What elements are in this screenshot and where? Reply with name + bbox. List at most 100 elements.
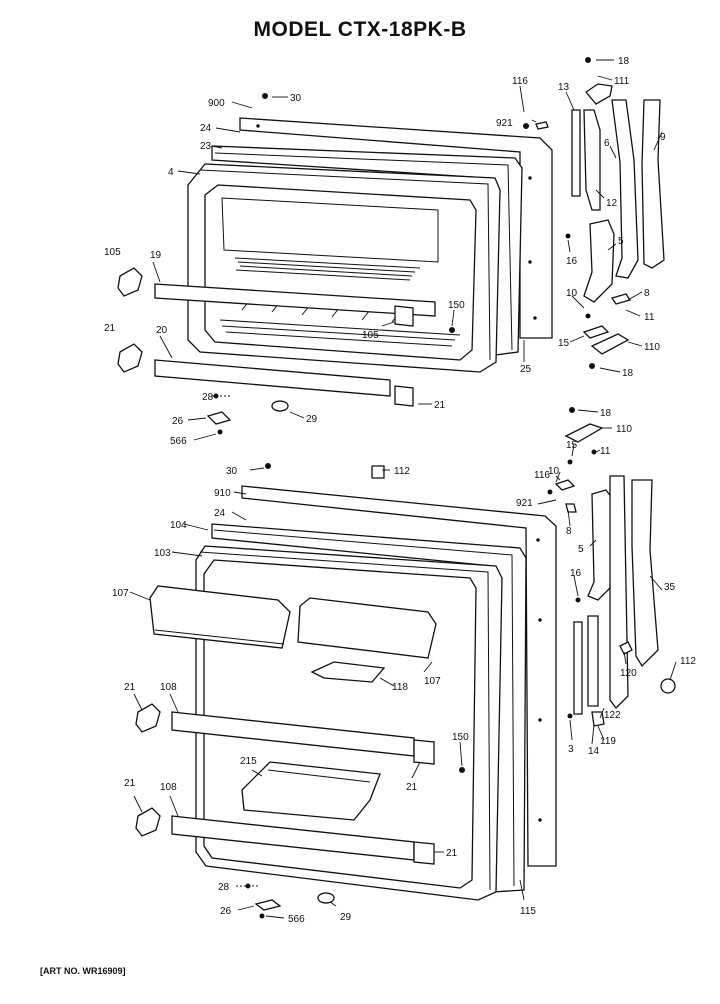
freezer-shelf-cap-21-right xyxy=(394,385,414,407)
label-ff-5: 5 xyxy=(578,544,584,555)
model-title: MODEL CTX-18PK-B xyxy=(253,18,467,41)
label-ff-21-lower-left: 21 xyxy=(124,778,136,789)
freezer-shelf-bar-20 xyxy=(154,359,391,397)
label-150: 150 xyxy=(448,300,465,311)
label-910: 910 xyxy=(214,488,231,499)
art-number: [ART NO. WR16909] xyxy=(40,966,126,976)
label-19: 19 xyxy=(150,250,162,261)
fresh-food-handle-parts xyxy=(547,407,676,727)
freezer-hinge-110 xyxy=(590,333,630,355)
fresh-food-handle-5 xyxy=(587,489,613,601)
label-21-left: 21 xyxy=(104,323,116,334)
fresh-food-trim-122 xyxy=(587,615,599,707)
label-ff-112-right: 112 xyxy=(680,656,696,667)
label-115: 115 xyxy=(520,906,536,917)
fresh-food-outer-door-panel xyxy=(241,485,557,867)
freezer-handle-9 xyxy=(641,99,665,269)
label-ff-150: 150 xyxy=(452,732,469,743)
freezer-handle-5 xyxy=(583,219,615,303)
fresh-food-cap-21-upper-left xyxy=(135,703,161,733)
label-ff-566: 566 xyxy=(288,914,305,925)
freezer-door-assembly xyxy=(117,93,553,435)
fresh-food-door-assembly xyxy=(135,463,557,919)
freezer-handle-parts xyxy=(523,57,665,369)
label-ff-21-lower-right: 21 xyxy=(446,848,458,859)
fresh-food-cap-21-lower-right xyxy=(413,841,435,865)
label-ff-921: 921 xyxy=(516,498,533,509)
label-120: 120 xyxy=(620,668,637,679)
label-ff-8: 8 xyxy=(566,526,572,537)
freezer-handle-trim-13 xyxy=(571,109,581,197)
label-23: 23 xyxy=(200,141,212,152)
label-30: 30 xyxy=(290,93,302,104)
freezer-hinge-cap-111 xyxy=(585,83,613,105)
label-3: 3 xyxy=(568,744,574,755)
label-104: 104 xyxy=(170,520,187,531)
label-122: 122 xyxy=(604,710,621,721)
label-ff-21-upper-right: 21 xyxy=(406,782,418,793)
label-20: 20 xyxy=(156,325,168,336)
label-ff-18: 18 xyxy=(600,408,612,419)
label-16: 16 xyxy=(566,256,578,267)
label-28: 28 xyxy=(202,392,214,403)
label-105-right: 105 xyxy=(362,330,379,341)
label-108-upper: 108 xyxy=(160,682,177,693)
label-11: 11 xyxy=(644,312,655,323)
freezer-handle-6 xyxy=(611,99,639,279)
label-ff-10: 10 xyxy=(548,466,560,477)
label-108-lower: 108 xyxy=(160,782,177,793)
label-ff-116: 116 xyxy=(534,470,550,481)
label-14: 14 xyxy=(588,746,600,757)
label-ff-110: 110 xyxy=(616,424,632,435)
label-ff-21-upper-left: 21 xyxy=(124,682,136,693)
label-566: 566 xyxy=(170,436,187,447)
fresh-food-cap-21-upper-right xyxy=(413,739,435,765)
label-6: 6 xyxy=(604,138,610,149)
label-ff-16: 16 xyxy=(570,568,582,579)
label-ff-26: 26 xyxy=(220,906,232,917)
label-35: 35 xyxy=(664,582,676,593)
label-103: 103 xyxy=(154,548,171,559)
label-13: 13 xyxy=(558,82,570,93)
fresh-food-cap-21-lower-left xyxy=(135,807,161,837)
label-8: 8 xyxy=(644,288,650,299)
label-107-left: 107 xyxy=(112,588,129,599)
label-18-bottom: 18 xyxy=(622,368,634,379)
part-labels: 900 30 24 23 4 105 19 21 20 28 26 566 29… xyxy=(104,56,696,925)
label-15: 15 xyxy=(558,338,570,349)
freezer-shelf-cap-105-right xyxy=(394,305,414,327)
label-5: 5 xyxy=(618,236,624,247)
label-21-right: 21 xyxy=(434,400,446,411)
label-921: 921 xyxy=(496,118,513,129)
label-116: 116 xyxy=(512,76,528,87)
label-118: 118 xyxy=(392,682,408,693)
label-4: 4 xyxy=(168,167,174,178)
label-111: 111 xyxy=(614,76,630,87)
label-900: 900 xyxy=(208,98,225,109)
fresh-food-trim-3 xyxy=(573,621,583,715)
label-18-top: 18 xyxy=(618,56,630,67)
label-ff-11: 11 xyxy=(600,446,611,457)
fresh-food-handle-35 xyxy=(631,479,659,668)
leader-lines xyxy=(129,59,677,919)
label-29: 29 xyxy=(306,414,318,425)
label-105-left: 105 xyxy=(104,247,121,258)
label-ff-112-top: 112 xyxy=(394,466,410,477)
label-9: 9 xyxy=(660,132,666,143)
label-ff-30: 30 xyxy=(226,466,238,477)
label-215: 215 xyxy=(240,756,257,767)
egg-tray-118 xyxy=(310,661,386,683)
dairy-compartment-door-107 xyxy=(149,585,291,649)
label-107-right: 107 xyxy=(424,676,441,687)
freezer-cap-105-left xyxy=(117,267,143,297)
freezer-shelf-bar-19 xyxy=(154,283,436,317)
label-ff-29: 29 xyxy=(340,912,352,923)
label-24: 24 xyxy=(200,123,212,134)
label-119: 119 xyxy=(600,736,616,747)
freezer-handle-12 xyxy=(583,109,601,211)
label-12: 12 xyxy=(606,198,618,209)
freezer-outer-door-panel xyxy=(239,117,553,339)
label-ff-15: 15 xyxy=(566,440,578,451)
label-ff-24: 24 xyxy=(214,508,226,519)
